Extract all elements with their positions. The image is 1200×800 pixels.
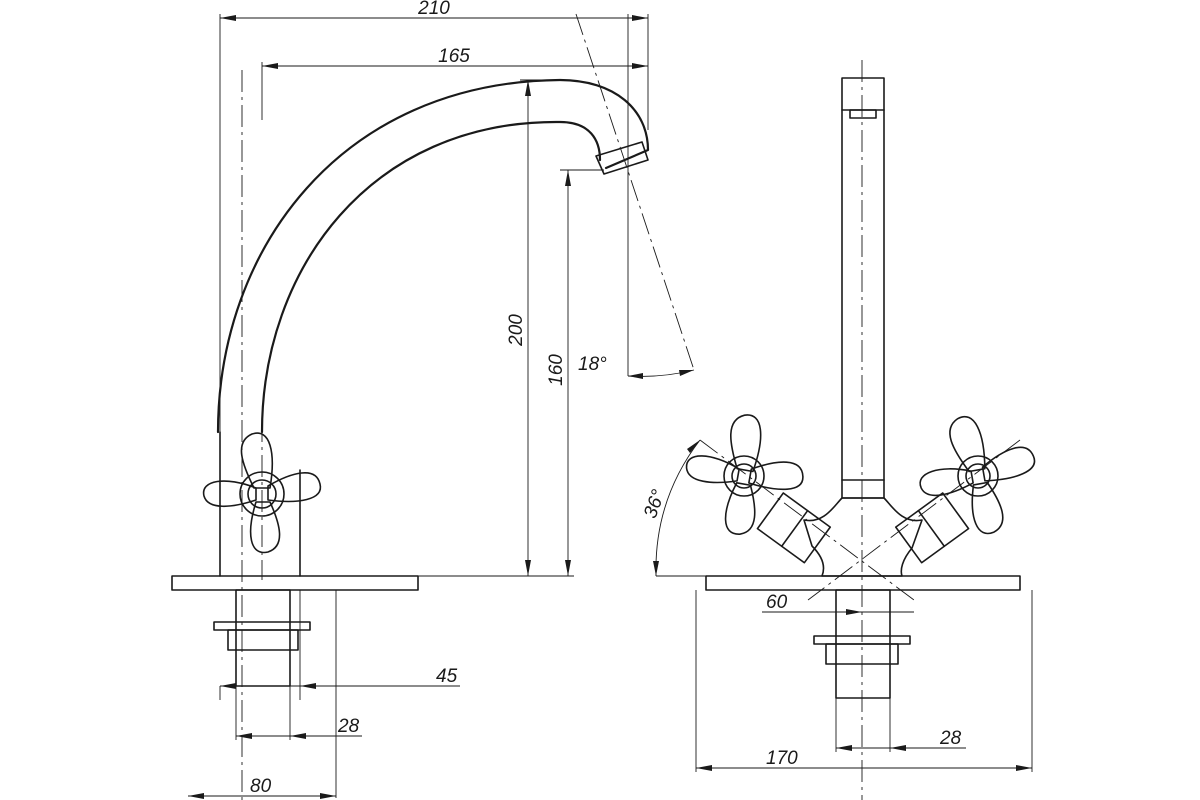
dim-28-left-label: 28 <box>337 716 360 737</box>
spout-column <box>841 77 885 499</box>
dim-160-label: 160 <box>546 354 567 386</box>
angle-36-label: 36° <box>640 487 670 522</box>
left-handle-hub <box>723 455 765 497</box>
dim-210-label: 210 <box>417 0 450 19</box>
spout-tip <box>595 141 649 175</box>
dim-80-label: 80 <box>250 776 272 797</box>
handle-left-front <box>675 405 813 545</box>
left-valve <box>756 492 832 564</box>
front-view: 36° 60 28 170 <box>640 60 1047 800</box>
dim-200-label: 200 <box>506 314 527 347</box>
spout-inner-curve <box>260 120 602 434</box>
dim-60-label: 60 <box>766 592 788 613</box>
right-valve <box>894 492 970 564</box>
right-handle-hub <box>957 455 999 497</box>
dim-165-label: 165 <box>438 46 470 67</box>
spout-outer-curve <box>216 78 650 434</box>
side-view: 210 165 200 160 18° 45 28 <box>171 0 695 800</box>
deck-plate <box>171 575 419 591</box>
dim-28-right-label: 28 <box>939 728 962 749</box>
mounting-nut <box>213 621 311 631</box>
faucet-body <box>219 431 301 577</box>
dim-45-label: 45 <box>436 666 458 687</box>
angle-18-label: 18° <box>578 354 607 375</box>
nut-body <box>227 629 299 651</box>
handle-right-front <box>909 405 1047 545</box>
deck-plate-front <box>705 575 1021 591</box>
shank <box>235 589 291 687</box>
dim-170-label: 170 <box>766 748 798 769</box>
mixer-body <box>803 497 923 577</box>
